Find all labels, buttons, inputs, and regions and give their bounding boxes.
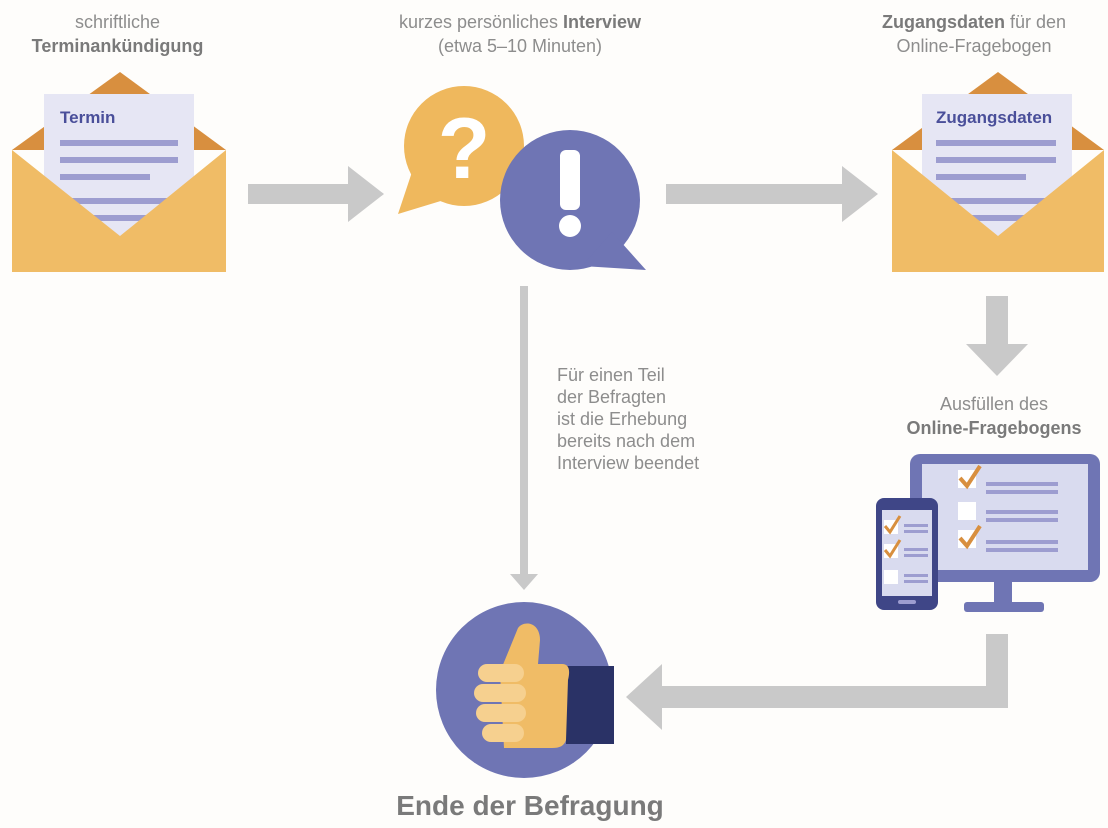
envelope-access-icon: Zugangsdaten [892,72,1104,272]
invitation-letter-title: Termin [60,108,115,127]
access-label-bold: Zugangsdaten [881,12,1005,32]
arrow-down-icon [510,286,538,590]
note-line: Interview beendet [557,453,700,473]
thumbs-up-icon [436,602,614,778]
access-letter-title: Zugangsdaten [936,108,1052,127]
arrow-right-icon [666,166,878,222]
step-access-label: Zugangsdaten für den Online-Fragebogen [840,10,1108,58]
step-fill-label: Ausfüllen des Online-Fragebogens [880,392,1108,440]
interview-label-bold: Interview [563,12,642,32]
note-line: der Befragten [557,387,667,407]
monitor-icon [910,454,1100,612]
arrow-left-icon [626,634,1008,730]
interview-label-line2: (etwa 5–10 Minuten) [437,36,603,56]
question-glyph: ? [438,101,491,197]
early-end-note: Für einen Teil der Befragten ist die Erh… [557,364,757,474]
diagram-art: Termin ? Zugangsdaten [12,72,1104,778]
envelope-invitation-icon: Termin [12,72,226,272]
invitation-label-line2: Terminankündigung [31,36,204,56]
step-interview-label: kurzes persönliches Interview (etwa 5–10… [340,10,700,58]
invitation-label-line1: schriftliche [74,12,161,32]
note-line: Für einen Teil [557,365,665,385]
end-label: Ende der Befragung [396,790,664,821]
note-line: ist die Erhebung [557,409,688,429]
interview-label-pre: kurzes persönliches [398,12,564,32]
note-line: bereits nach dem [557,431,696,451]
arrow-right-icon [248,166,384,222]
access-label-post: für den [1004,12,1067,32]
fill-label-line2: Online-Fragebogens [906,418,1082,438]
arrow-down-icon [966,296,1028,376]
fill-label-line1: Ausfüllen des [939,394,1049,414]
speech-bubbles-icon: ? [398,86,646,270]
access-label-line2: Online-Fragebogen [896,36,1052,56]
step-invitation-label: schriftliche Terminankündigung [0,10,235,58]
smartphone-icon [876,498,938,610]
